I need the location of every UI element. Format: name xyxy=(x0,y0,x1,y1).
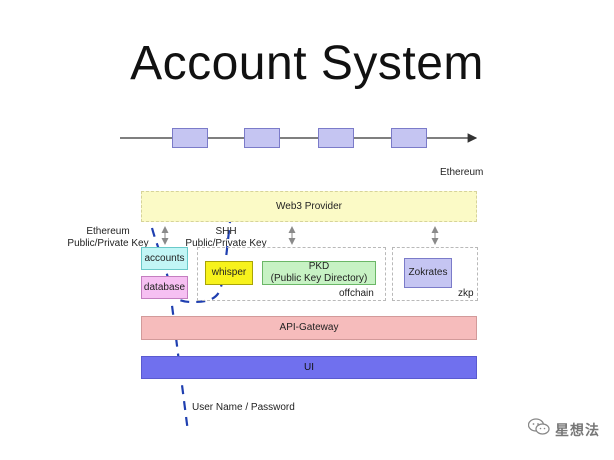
whisper-label: whisper xyxy=(211,267,247,278)
shh-key-label: SHH Public/Private Key xyxy=(180,226,272,250)
chain-block-1 xyxy=(172,128,208,148)
accounts-label: accounts xyxy=(144,252,185,264)
zokrates-box: Zokrates xyxy=(404,258,452,288)
ethereum-key-line2: Public/Private Key xyxy=(67,238,149,249)
user-credential-path xyxy=(150,221,232,433)
accounts-box: accounts xyxy=(141,247,188,270)
shh-key-line2: Public/Private Key xyxy=(185,238,267,249)
web3-provider-label: Web3 Provider xyxy=(276,200,342,212)
brand-label: 星想法 xyxy=(555,421,600,438)
shh-key-line1: SHH xyxy=(215,226,237,237)
ethereum-label: Ethereum xyxy=(440,167,484,178)
wechat-icon xyxy=(527,418,550,441)
database-label: database xyxy=(143,281,186,293)
page-title: Account System xyxy=(130,37,484,90)
offchain-label: offchain xyxy=(339,288,374,299)
ethereum-key-label: Ethereum Public/Private Key xyxy=(60,226,156,250)
ui-layer-label: UI xyxy=(304,361,314,373)
zokrates-label: Zokrates xyxy=(408,267,448,278)
ethereum-key-line1: Ethereum xyxy=(86,226,130,237)
api-gateway-box: API-Gateway xyxy=(141,316,477,340)
zkp-region xyxy=(392,247,478,301)
chain-block-4 xyxy=(391,128,427,148)
pkd-line1: PKD xyxy=(308,261,330,272)
ui-layer-box: UI xyxy=(141,356,477,379)
api-gateway-label: API-Gateway xyxy=(279,322,339,333)
brand-watermark: 星想法 xyxy=(527,418,600,441)
database-box: database xyxy=(141,276,188,299)
zkp-label: zkp xyxy=(458,288,474,299)
pkd-line2: (Public Key Directory) xyxy=(270,273,368,284)
web3-provider-box: Web3 Provider xyxy=(141,191,477,222)
pkd-box: PKD (Public Key Directory) xyxy=(262,261,376,285)
chain-block-3 xyxy=(318,128,354,148)
user-credentials-label: User Name / Password xyxy=(192,402,295,413)
offchain-region xyxy=(197,247,386,301)
chain-block-2 xyxy=(244,128,280,148)
whisper-box: whisper xyxy=(205,261,253,285)
